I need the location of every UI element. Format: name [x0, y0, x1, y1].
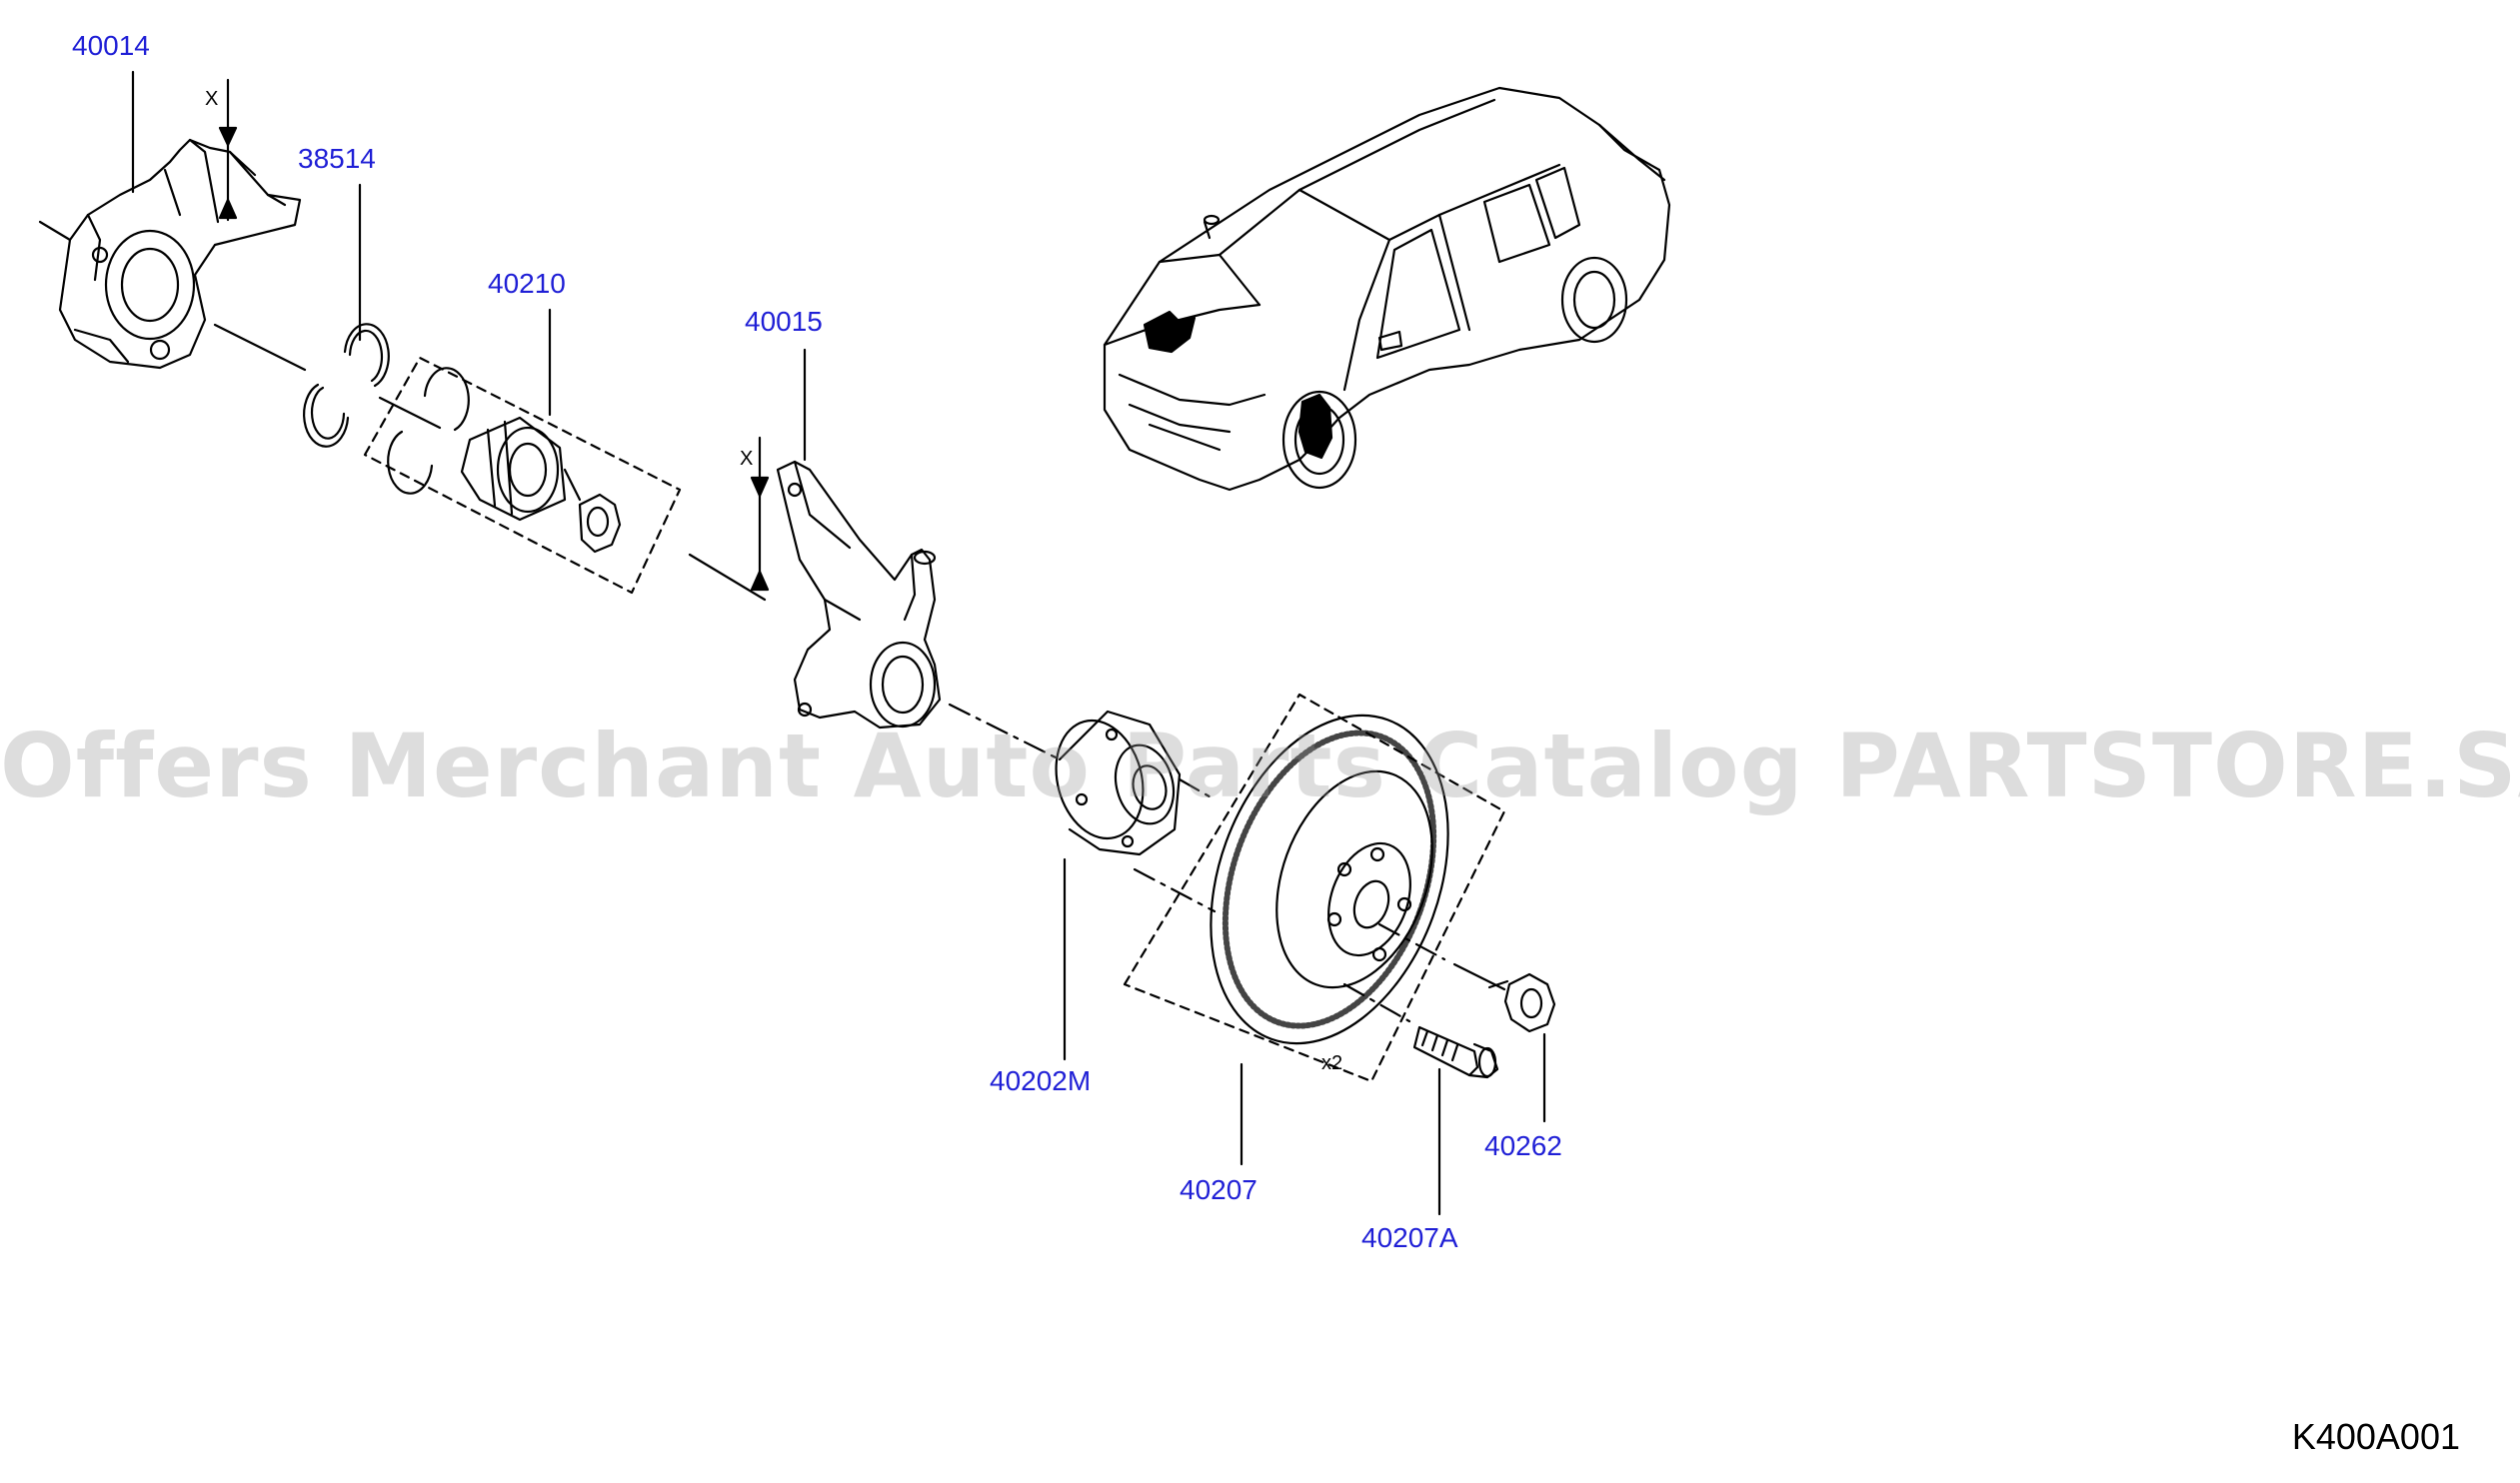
axis-line-7	[1178, 777, 1217, 801]
axis-line-4	[563, 468, 582, 502]
car-illustration	[1103, 86, 1671, 492]
x-measure-arrow-top-2	[750, 476, 770, 498]
part-label-40014[interactable]: 40014	[72, 30, 150, 61]
x-measure-arrow-top-1	[218, 126, 238, 147]
brake-disc-40207	[1210, 714, 1449, 1045]
diagram-code: K400A001	[2291, 1416, 2460, 1457]
axis-line-11	[1452, 962, 1506, 991]
steering-knuckle-40015	[776, 460, 942, 730]
axis-line-10	[1342, 982, 1411, 1023]
steering-knuckle-40014	[58, 138, 302, 370]
axis-line-2	[213, 323, 307, 372]
wheel-hub-40202M	[1055, 710, 1182, 856]
x-mark-1: X	[205, 88, 218, 110]
x-mark-2: X	[740, 448, 753, 470]
axis-line-1	[38, 220, 72, 242]
bearing-kit-dashed-box	[363, 356, 682, 595]
x-measure-arrow-bottom-2	[750, 570, 770, 592]
axis-line-3	[378, 396, 442, 430]
axis-line-8	[1133, 867, 1217, 913]
part-label-38514[interactable]: 38514	[298, 143, 376, 174]
axis-line-9	[1377, 922, 1446, 961]
part-label-40207A[interactable]: 40207A	[1361, 1222, 1458, 1253]
car-highlight-engine	[1143, 310, 1197, 354]
x-measure-arrow-bottom-1	[218, 198, 238, 220]
part-label-40207[interactable]: 40207	[1180, 1174, 1258, 1205]
axis-line-6	[948, 703, 1062, 761]
part-label-40262[interactable]: 40262	[1484, 1130, 1562, 1161]
axis-line-5	[688, 553, 767, 602]
x2-mark: x2	[1321, 1052, 1342, 1074]
snap-rings-38514	[303, 323, 470, 495]
brake-disc-dashed-box	[1123, 693, 1506, 1083]
car-highlight-wheel	[1297, 393, 1333, 460]
disc-bolt-40207A	[1412, 1025, 1499, 1079]
bearing-kit-40210	[460, 416, 622, 554]
part-label-40202M[interactable]: 40202M	[990, 1065, 1092, 1096]
part-label-40015[interactable]: 40015	[745, 306, 823, 337]
part-label-40210[interactable]: 40210	[488, 268, 566, 299]
hub-nut-40262	[1487, 972, 1556, 1033]
